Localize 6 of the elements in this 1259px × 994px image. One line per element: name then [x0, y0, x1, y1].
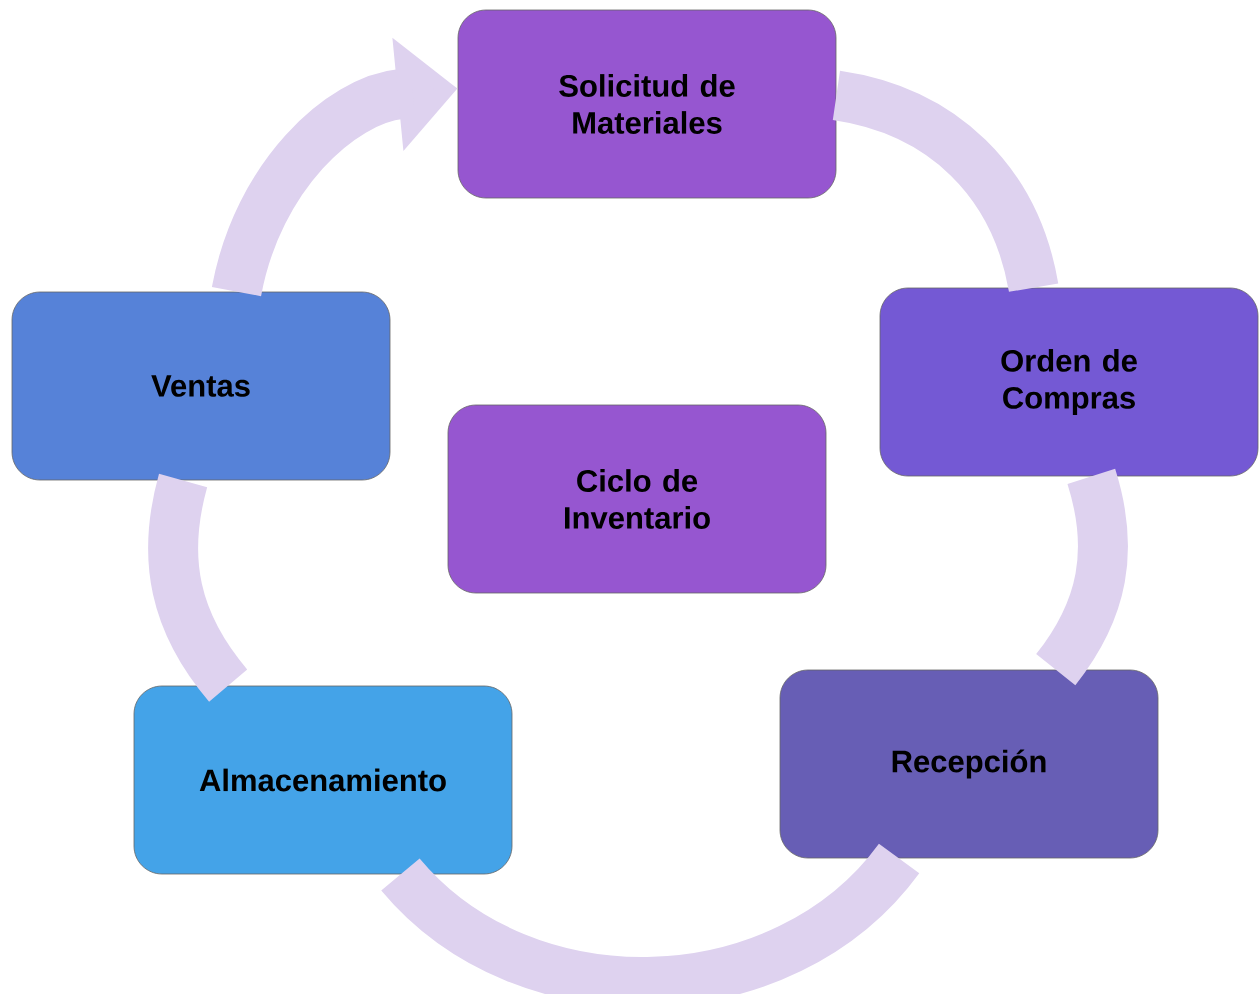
process-box: Ciclo de Inventario [447, 404, 827, 594]
process-box: Solicitud de Materiales [457, 9, 837, 199]
process-box: Orden de Compras [879, 287, 1259, 477]
process-box: Ventas [11, 291, 391, 481]
process-box: Recepción [779, 669, 1159, 859]
process-box: Almacenamiento [133, 685, 513, 875]
